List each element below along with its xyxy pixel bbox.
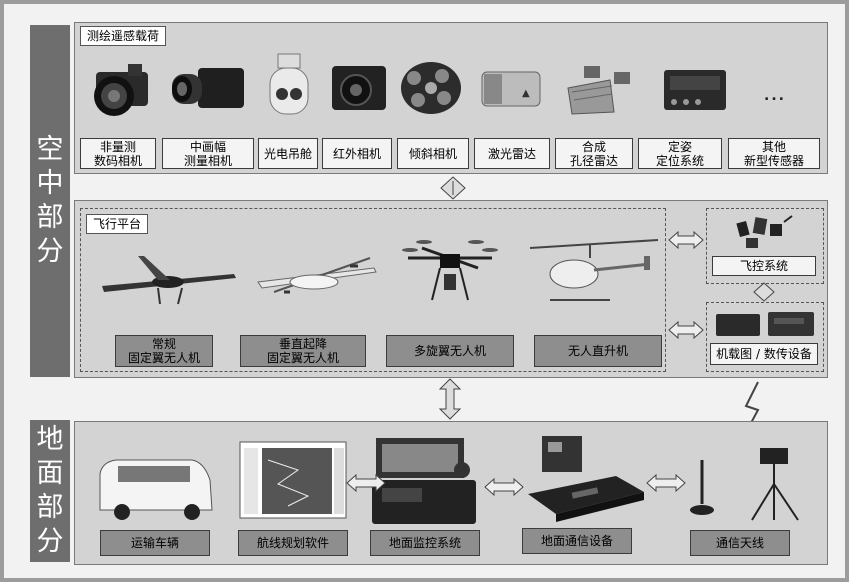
sar-icon xyxy=(567,66,630,115)
gimbal-pod-icon xyxy=(269,53,309,115)
ground-label-0: 运输车辆 xyxy=(100,530,210,556)
datalink-label: 机载图 / 数传设备 xyxy=(710,343,818,365)
payload-label-1: 中画幅测量相机 xyxy=(162,138,254,169)
double-arrow-h-5 xyxy=(646,473,686,493)
ground-label-4: 通信天线 xyxy=(690,530,790,556)
payload-label-8: 其他新型传感器 xyxy=(728,138,820,169)
infrared-camera-icon xyxy=(332,66,386,110)
datalink-hardware-icon xyxy=(716,312,814,336)
double-arrow-h-1 xyxy=(668,230,704,250)
payload-title: 测绘遥感载荷 xyxy=(80,26,167,46)
multirotor-uav-icon xyxy=(402,240,498,301)
medium-format-camera-icon xyxy=(172,68,244,108)
flight-control-hardware-icon xyxy=(736,215,793,248)
double-arrow-h-2 xyxy=(668,320,704,340)
platform-label-2: 多旋翼无人机 xyxy=(386,335,514,367)
vtol-uav-icon xyxy=(257,257,377,294)
platform-label-1: 垂直起降固定翼无人机 xyxy=(240,335,366,367)
payload-label-4: 倾斜相机 xyxy=(397,138,469,169)
helicopter-uav-icon xyxy=(529,239,659,301)
double-arrow-vertical-1 xyxy=(440,176,466,200)
platform-title: 飞行平台 xyxy=(86,214,149,234)
payload-label-7: 定姿定位系统 xyxy=(638,138,722,169)
dslr-camera-icon xyxy=(94,64,148,116)
ground-station-case-icon xyxy=(372,438,476,524)
planning-software-icon xyxy=(239,441,347,519)
payload-label-0: 非量测数码相机 xyxy=(80,138,156,169)
van-icon xyxy=(99,459,213,520)
ground-label-1: 航线规划软件 xyxy=(238,530,348,556)
fixed-wing-uav-icon xyxy=(102,256,236,305)
double-arrow-h-4 xyxy=(484,477,524,497)
payload-label-5: 激光雷达 xyxy=(474,138,550,169)
more-sensors-dots: ... xyxy=(764,88,786,104)
lidar-icon: ▲ xyxy=(481,71,541,107)
double-arrow-vertical-2 xyxy=(438,378,462,420)
payload-label-6: 合成孔径雷达 xyxy=(555,138,633,169)
svg-text:▲: ▲ xyxy=(522,88,530,99)
pos-system-icon xyxy=(664,70,726,110)
platform-group-box xyxy=(80,208,666,372)
sidebar-ground: 地面部分 xyxy=(30,420,70,562)
flight-control-label: 飞控系统 xyxy=(712,256,816,276)
platform-label-3: 无人直升机 xyxy=(534,335,662,367)
ground-label-2: 地面监控系统 xyxy=(370,530,480,556)
comm-device-icon xyxy=(528,436,644,522)
double-arrow-h-3 xyxy=(346,473,386,493)
double-arrow-vertical-right xyxy=(753,282,775,302)
payload-label-3: 红外相机 xyxy=(322,138,392,169)
payload-label-2: 光电吊舱 xyxy=(258,138,318,169)
datalink-box xyxy=(706,302,824,372)
oblique-camera-icon xyxy=(401,62,461,114)
antenna-icon xyxy=(690,448,799,521)
ground-label-3: 地面通信设备 xyxy=(522,528,632,554)
sidebar-air: 空中部分 xyxy=(30,25,70,377)
platform-label-0: 常规固定翼无人机 xyxy=(115,335,213,367)
